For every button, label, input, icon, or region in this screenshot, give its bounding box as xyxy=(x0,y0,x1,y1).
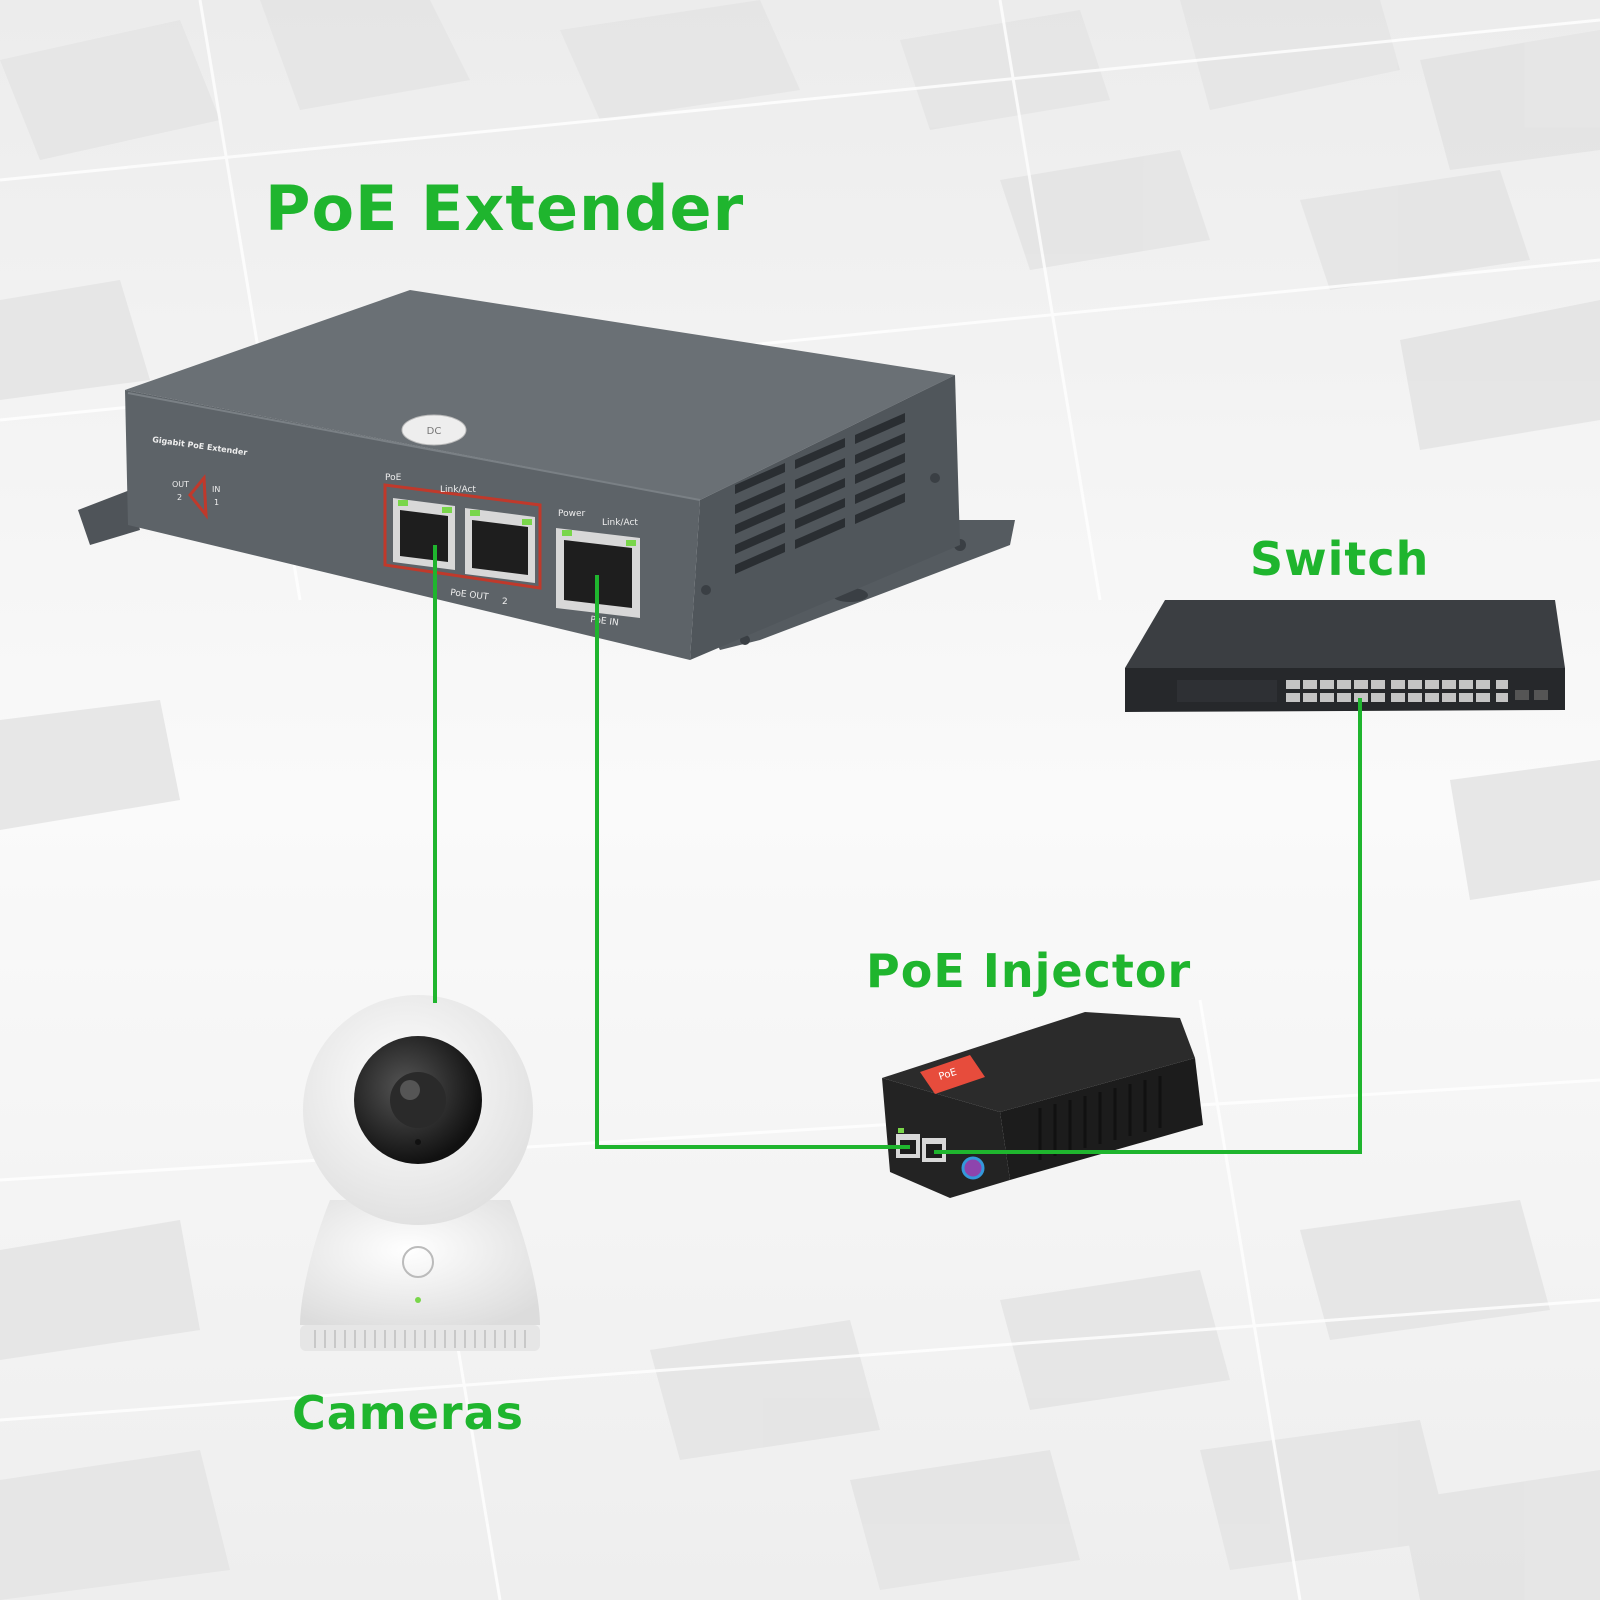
poe-extender-device: DC Gigabit PoE Extender OUT 2 IN 1 PoE L… xyxy=(78,290,1015,660)
direction-arrow-icon xyxy=(188,474,208,520)
poe-extender-label: PoE Extender xyxy=(265,172,745,245)
network-switch-device xyxy=(1125,600,1565,712)
cameras-label: Cameras xyxy=(292,1386,525,1440)
rj45-port-poe-in[interactable] xyxy=(556,528,640,618)
camera-status-led-icon xyxy=(415,1297,421,1303)
in-label: IN xyxy=(212,485,220,494)
link-act-label-in: Link/Act xyxy=(602,518,638,528)
camera-button-icon[interactable] xyxy=(402,1246,434,1278)
poe-injector-label: PoE Injector xyxy=(866,944,1192,998)
dc-jack-icon xyxy=(961,1156,985,1180)
ip-camera-device xyxy=(300,995,540,1351)
out-number: 2 xyxy=(177,493,182,502)
line-switch-to-injector xyxy=(934,698,1362,1154)
poe-injector-device: PoE xyxy=(882,1012,1203,1198)
switch-port-grid xyxy=(1286,680,1508,702)
link-act-label-out: Link/Act xyxy=(440,485,476,495)
out-label: OUT xyxy=(172,480,189,489)
connection-lines xyxy=(433,545,1362,1154)
line-extender-to-injector xyxy=(595,575,910,1149)
poe-out-label: PoE OUT xyxy=(450,588,490,603)
port-two-label: 2 xyxy=(502,597,508,607)
switch-label: Switch xyxy=(1250,532,1430,586)
poe-led-label: PoE xyxy=(385,473,402,483)
injector-tag-label: PoE xyxy=(938,1067,959,1083)
rj45-port-out-2[interactable] xyxy=(465,508,535,583)
rj45-port-out-1[interactable] xyxy=(393,498,455,570)
power-led-label: Power xyxy=(558,509,586,519)
in-number: 1 xyxy=(214,498,219,507)
dc-power-label: DC xyxy=(427,426,442,437)
